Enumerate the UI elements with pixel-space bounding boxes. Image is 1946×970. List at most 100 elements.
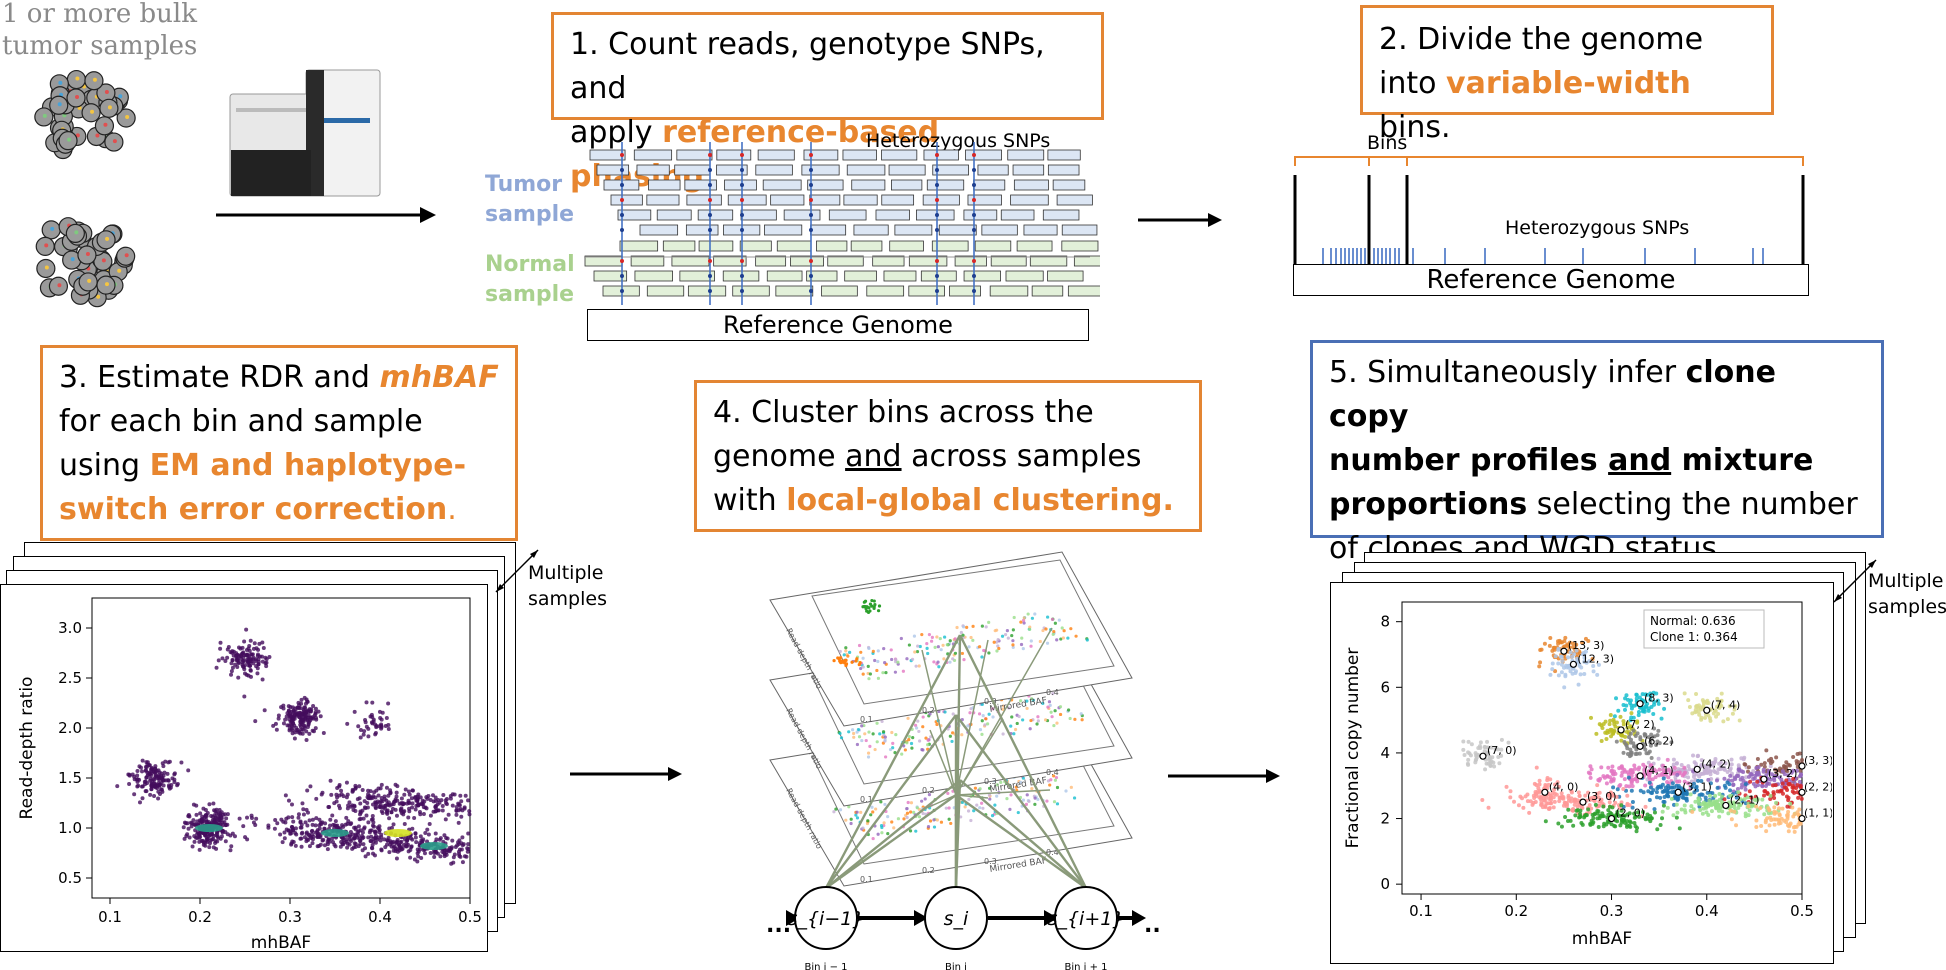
plane-point <box>893 670 898 674</box>
rdr-point <box>382 797 387 802</box>
cn-point <box>1649 755 1654 760</box>
cn-point <box>1792 829 1797 834</box>
plane-point <box>1033 802 1037 806</box>
cn-point <box>1733 704 1738 709</box>
cn-point <box>1646 772 1651 777</box>
step4-and: and <box>845 439 902 474</box>
cn-point <box>1788 801 1793 806</box>
cn-point <box>1588 797 1593 802</box>
rdr-point <box>361 732 366 737</box>
sequencing-read <box>844 270 877 282</box>
plane-point <box>982 648 986 653</box>
cn-point <box>1702 764 1707 769</box>
cn-point <box>1686 781 1691 786</box>
cn-point <box>1559 662 1564 667</box>
rdr-point <box>448 847 453 852</box>
rdr-point <box>187 835 192 840</box>
rdr-point <box>156 768 161 773</box>
cn-point <box>1611 776 1616 781</box>
snp-allele-dot <box>809 183 813 187</box>
cell-nucleus <box>75 133 80 138</box>
cn-point <box>1767 781 1772 786</box>
normal-label-2: sample <box>485 282 575 307</box>
sequencing-read <box>1047 164 1080 176</box>
rdr-point <box>356 844 361 849</box>
rdr-point <box>248 668 253 673</box>
cn-point <box>1578 808 1583 813</box>
cn-point <box>1553 654 1558 659</box>
plane-point <box>844 818 848 822</box>
rdr-point <box>337 793 342 798</box>
snp-allele-dot <box>620 289 624 293</box>
sequencing-read <box>757 149 795 161</box>
cn-point <box>1583 649 1588 654</box>
sequencing-read <box>889 240 924 252</box>
rdr-point <box>452 792 457 797</box>
plane-point <box>873 658 877 663</box>
plane-point <box>968 711 972 715</box>
cn-point <box>1647 780 1652 785</box>
cn-point <box>1672 785 1677 790</box>
rdr-point <box>147 772 152 777</box>
plane-point <box>1000 634 1005 638</box>
rdr-point <box>358 735 363 740</box>
rdr-point <box>397 848 402 853</box>
plane-point <box>997 646 1001 651</box>
cn-point <box>1675 772 1680 777</box>
cell-nucleus <box>101 258 106 263</box>
rdr-point <box>408 855 413 860</box>
cn-point <box>1578 672 1583 677</box>
rdr-point <box>305 788 310 793</box>
snp-allele-dot <box>708 228 712 232</box>
rdr-point <box>369 845 374 850</box>
snp-allele-dot <box>972 168 976 172</box>
cn-point <box>1547 643 1552 648</box>
plane-point <box>860 724 864 728</box>
sequencing-read <box>698 240 734 252</box>
arrow-1-to-2 <box>1138 213 1222 227</box>
rdr-point <box>229 669 234 674</box>
step1-line-1: 1. Count reads, genotype SNPs, and <box>570 27 1045 106</box>
snp-allele-dot <box>620 259 624 263</box>
rdr-point <box>370 814 375 819</box>
step5-b4: proportions <box>1329 487 1528 522</box>
cell-nucleus <box>87 278 92 283</box>
cn-point <box>1743 775 1748 780</box>
cn-point <box>1658 823 1663 828</box>
rdr-point <box>313 823 318 828</box>
sequencing-read <box>617 209 652 221</box>
cn-point <box>1568 818 1573 823</box>
step4-with: with <box>713 483 787 518</box>
plane-point <box>1035 722 1039 726</box>
plane-point <box>960 733 964 737</box>
rdr-point <box>361 816 366 821</box>
plane-point <box>857 735 862 739</box>
rdr-point <box>456 840 461 845</box>
cn-point <box>1736 763 1741 768</box>
rdr-point <box>458 854 463 859</box>
cn-point <box>1646 751 1651 756</box>
cn-point <box>1656 701 1661 706</box>
rdr-point <box>422 851 427 856</box>
plane-point <box>917 664 921 668</box>
rdr-point <box>384 809 389 814</box>
cn-point <box>1666 786 1671 791</box>
cn-point <box>1476 745 1481 750</box>
rdr-point <box>303 701 308 706</box>
cn-point <box>1617 784 1622 789</box>
cn-point <box>1552 787 1557 792</box>
plane-point <box>1085 638 1089 642</box>
sequencing-read <box>866 285 905 297</box>
cn-point <box>1599 765 1604 770</box>
plane-point <box>872 606 876 611</box>
plane-point <box>1055 785 1060 790</box>
cn-point <box>1794 824 1799 829</box>
cn-point <box>1693 799 1698 804</box>
rdr-point <box>444 801 449 806</box>
cn-x-axis-label: mhBAF <box>1572 929 1632 949</box>
cn-point <box>1653 775 1658 780</box>
cn-point <box>1571 823 1576 828</box>
cn-x-tick-label: 0.1 <box>1409 902 1433 920</box>
rdr-point <box>153 785 158 790</box>
cn-point <box>1660 782 1665 787</box>
